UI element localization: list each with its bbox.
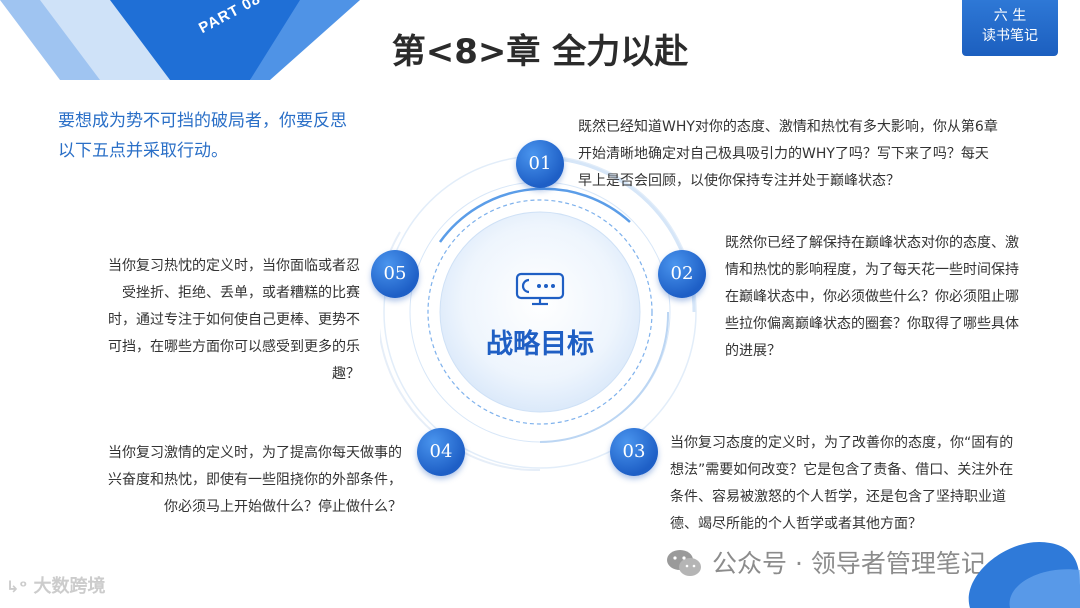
presentation-screen-icon	[515, 272, 565, 306]
logo-text: 大数跨境	[33, 576, 106, 597]
point-text-02: 既然你已经了解保持在巅峰状态对你的态度、激情和热忱的影响程度，为了每天花一些时间…	[725, 235, 1019, 359]
point-text-05: 当你复习热忱的定义时，当你面临或者忍受挫折、拒绝、丢单，或者糟糕的比赛时，通过专…	[108, 258, 360, 382]
center-label: 战略目标	[486, 329, 594, 360]
brand-logo: ↳ᵒ 大数跨境	[6, 572, 106, 598]
center-title: 战略目标	[0, 322, 1080, 361]
point-badge-05: 05	[371, 250, 419, 298]
wechat-icon	[667, 550, 701, 576]
badge-line-1: 六 生	[993, 8, 1027, 24]
point-badge-01: 01	[516, 140, 564, 188]
point-text-01: 既然已经知道WHY对你的态度、激情和热忱有多大影响，你从第6章开始清晰地确定对自…	[578, 119, 998, 189]
point-text-03: 当你复习态度的定义时，为了改善你的态度，你“固有的想法”需要如何改变？它是包含了…	[670, 435, 1014, 532]
corner-decoration	[968, 541, 1080, 608]
point-text-04: 当你复习激情的定义时，为了提高你每天做事的兴奋度和热忱，即使有一些阻挠你的外部条…	[108, 445, 402, 515]
intro-text: 要想成为势不可挡的破局者，你要反思以下五点并采取行动。	[58, 111, 347, 161]
center-rings	[380, 155, 697, 472]
logo-icon: ↳ᵒ	[6, 577, 28, 596]
book-notes-badge: 六 生 读书笔记	[962, 0, 1058, 56]
watermark-text: 公众号 · 领导者管理笔记	[712, 549, 986, 578]
page-title: 第<8>章 全力以赴	[391, 32, 689, 72]
point-badge-02: 02	[658, 250, 706, 298]
badge-line-2: 读书笔记	[982, 28, 1038, 44]
point-badge-03: 03	[610, 428, 658, 476]
point-badge-04: 04	[417, 428, 465, 476]
part-ribbon	[0, 0, 360, 80]
